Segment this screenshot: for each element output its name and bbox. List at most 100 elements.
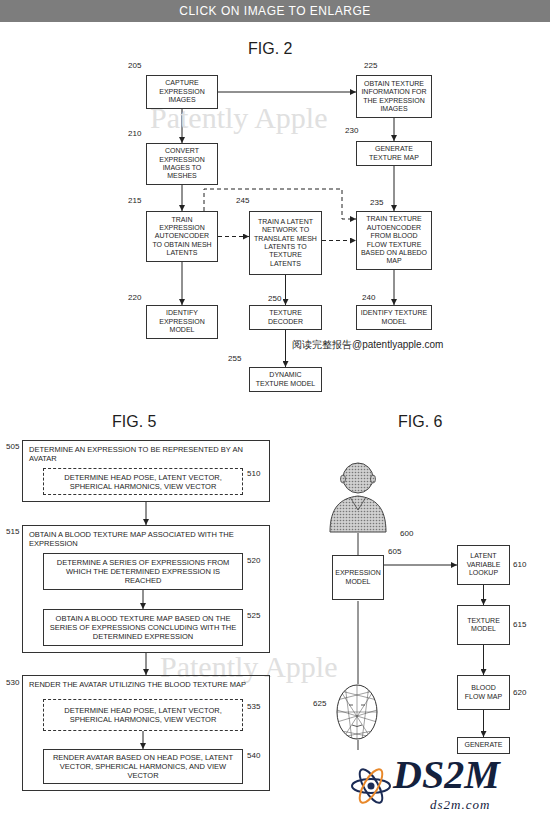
callout-number: 240 (362, 294, 375, 303)
note: 阅读完整报告@patentlyapple.com (292, 339, 443, 350)
callout-number: 205 (128, 62, 141, 71)
watermark: Patently Apple (160, 650, 337, 683)
flow-arrow (384, 565, 457, 566)
callout-number: 510 (247, 470, 260, 479)
callout-number: 215 (128, 197, 141, 206)
dashed-arrow (218, 236, 249, 237)
process-box: BLOOD FLOW MAP (457, 675, 510, 710)
process-box: TRAIN EXPRESSION AUTOENCODER TO OBTAIN M… (146, 211, 218, 262)
process-box: OBTAIN TEXTURE INFORMATION FOR THE EXPRE… (356, 75, 432, 118)
box-text: GENERATE TEXTURE MAP (360, 145, 428, 162)
flow-arrow (483, 710, 484, 737)
box-text: BLOOD FLOW MAP (461, 684, 506, 701)
flow-arrow (218, 92, 356, 93)
flow-arrow (143, 731, 144, 749)
callout-number: 605 (388, 548, 401, 557)
flow-arrow (182, 262, 183, 305)
flow-arrow (182, 185, 183, 211)
process-box: GENERATE TEXTURE MAP (356, 141, 432, 166)
callout-number: 625 (313, 700, 326, 709)
optional-step-box: DETERMINE HEAD POSE, LATENT VECTOR, SPHE… (43, 468, 243, 495)
box-text: TRAIN A LATENT NETWORK TO TRANSLATE MESH… (253, 218, 318, 268)
box-text: TRAIN EXPRESSION AUTOENCODER TO OBTAIN M… (150, 216, 214, 258)
flow-arrow (483, 645, 484, 675)
callout-number: 230 (345, 127, 358, 136)
box-text: TEXTURE DECODER (253, 309, 318, 326)
sub-step-box: DETERMINE A SERIES OF EXPRESSIONS FROM W… (43, 553, 243, 590)
process-box: EXPRESSION MODEL (332, 555, 384, 600)
flow-arrow (143, 590, 144, 609)
connector-line (358, 601, 359, 684)
box-text: DETERMINE HEAD POSE, LATENT VECTOR, SPHE… (47, 706, 239, 724)
callout-number: 505 (6, 443, 19, 452)
box-text: IDENTIFY EXPRESSION MODEL (150, 309, 214, 334)
callout-number: 530 (6, 679, 19, 688)
callout-number: 255 (228, 355, 241, 364)
logo-text: DS2M (393, 755, 500, 795)
step-box: RENDER THE AVATAR UTILIZING THE BLOOD TE… (22, 675, 270, 791)
callout-number: 525 (247, 612, 260, 621)
box-text: OBTAIN A BLOOD TEXTURE MAP ASSOCIATED WI… (29, 530, 263, 548)
person-figure (330, 463, 386, 532)
watermark: Patently Apple (150, 101, 327, 134)
callout-number: 615 (513, 621, 526, 630)
sub-step-box: RENDER AVATAR BASED ON HEAD POSE, LATENT… (43, 749, 243, 784)
process-box: TRAIN TEXTURE AUTOENCODER FROM BLOOD FLO… (356, 211, 432, 270)
callout-number: 515 (6, 528, 19, 537)
flow-arrow (285, 330, 286, 367)
step-box: OBTAIN A BLOOD TEXTURE MAP ASSOCIATED WI… (22, 525, 270, 653)
sub-step-box: OBTAIN A BLOOD TEXTURE MAP BASED ON THE … (43, 609, 243, 646)
callout-number: 610 (513, 561, 526, 570)
box-text: EXPRESSION MODEL (335, 569, 381, 586)
process-box: GENERATE (457, 737, 510, 754)
dashed-arrow (204, 189, 356, 219)
process-box: TEXTURE DECODER (249, 305, 322, 330)
process-box: DYNAMIC TEXTURE MODEL (249, 367, 322, 392)
box-text: DETERMINE AN EXPRESSION TO BE REPRESENTE… (29, 445, 263, 463)
header-bar (0, 0, 550, 22)
optional-step-box: DETERMINE HEAD POSE, LATENT VECTOR, SPHE… (43, 699, 243, 731)
box-text: CAPTURE EXPRESSION IMAGES (150, 79, 214, 104)
callout-number: 535 (247, 703, 260, 712)
flow-arrow (285, 275, 286, 305)
box-text: DYNAMIC TEXTURE MODEL (253, 371, 318, 388)
callout-number: 235 (370, 199, 383, 208)
header-text: CLICK ON IMAGE TO ENLARGE (0, 5, 550, 18)
box-text: TEXTURE MODEL (461, 617, 506, 634)
callout-number: 520 (247, 557, 260, 566)
callout-number: 620 (513, 689, 526, 698)
step-box: DETERMINE AN EXPRESSION TO BE REPRESENTE… (22, 440, 270, 502)
logo (345, 750, 550, 819)
callout-number: 210 (128, 130, 141, 139)
box-text: GENERATE (465, 741, 503, 749)
box-text: OBTAIN TEXTURE INFORMATION FOR THE EXPRE… (360, 80, 428, 114)
figure-label: FIG. 6 (398, 413, 442, 431)
callout-number: 540 (247, 752, 260, 761)
flow-arrow (483, 585, 484, 605)
box-text: DETERMINE A SERIES OF EXPRESSIONS FROM W… (47, 558, 239, 585)
callout-number: 600 (400, 530, 413, 539)
dashed-arrow (322, 240, 356, 241)
callout-number: 245 (236, 197, 249, 206)
callout-number: 225 (364, 62, 377, 71)
box-text: TRAIN TEXTURE AUTOENCODER FROM BLOOD FLO… (360, 215, 428, 265)
box-text: RENDER AVATAR BASED ON HEAD POSE, LATENT… (47, 753, 239, 780)
flow-arrow (394, 166, 395, 211)
box-text: CONVERT EXPRESSION IMAGES TO MESHES (150, 147, 214, 181)
box-text: LATENT VARIABLE LOOKUP (461, 552, 506, 577)
flow-arrow (146, 502, 147, 525)
process-box: CAPTURE EXPRESSION IMAGES (146, 75, 218, 109)
flow-arrow (394, 118, 395, 141)
box-text: RENDER THE AVATAR UTILIZING THE BLOOD TE… (29, 680, 263, 689)
connector-line (358, 533, 359, 555)
process-box: IDENTIFY EXPRESSION MODEL (146, 305, 218, 339)
flow-arrow (394, 270, 395, 305)
process-box: TRAIN A LATENT NETWORK TO TRANSLATE MESH… (249, 211, 322, 275)
process-box: IDENTIFY TEXTURE MODEL (356, 305, 432, 330)
process-box: CONVERT EXPRESSION IMAGES TO MESHES (146, 143, 218, 185)
process-box: TEXTURE MODEL (457, 605, 510, 645)
callout-number: 250 (268, 295, 281, 304)
figure-label: FIG. 5 (112, 413, 156, 431)
process-box: LATENT VARIABLE LOOKUP (457, 545, 510, 585)
flow-arrow (146, 653, 147, 675)
